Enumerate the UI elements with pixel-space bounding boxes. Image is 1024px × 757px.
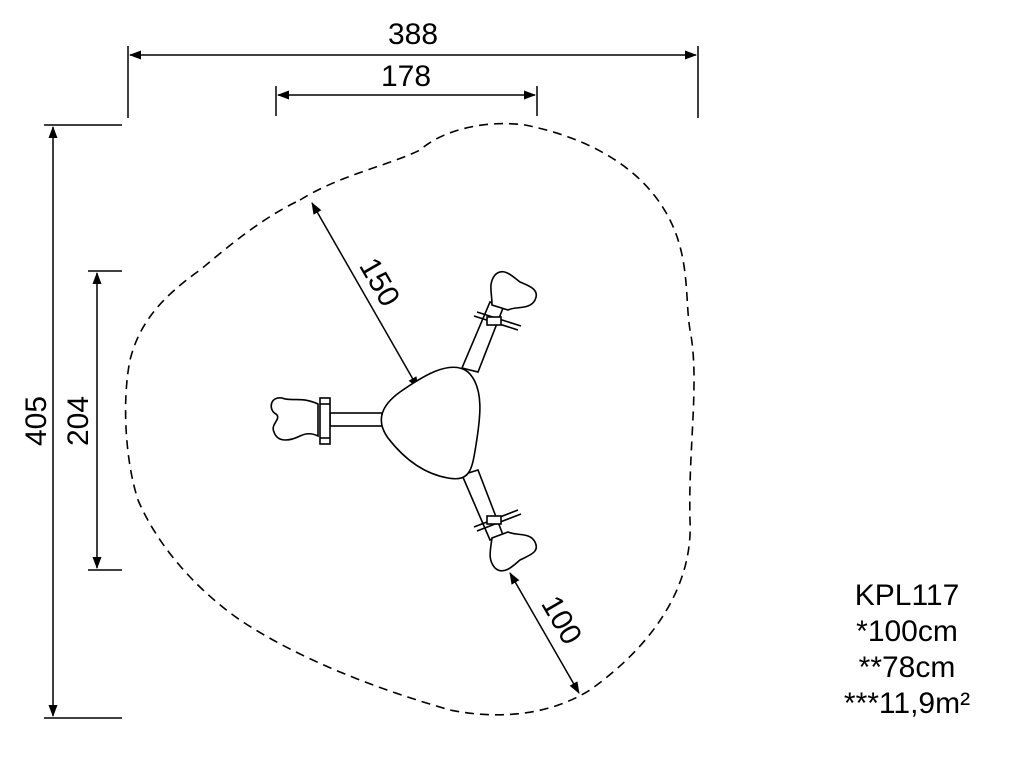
overall-width-label: 388: [388, 18, 438, 51]
radius-bottom-label: 100: [534, 590, 588, 650]
equipment-arm-top: [460, 270, 538, 373]
dimension-radius-bottom: 100: [509, 572, 588, 694]
product-info: KPL117 *100cm **78cm ***11,9m²: [812, 578, 1002, 722]
equipment-arm-bottom: [460, 469, 538, 572]
info-line-height: *100cm: [856, 615, 958, 648]
dimension-radius-top: 150: [311, 202, 419, 389]
safety-zone-outline: [124, 122, 695, 716]
inner-width-label: 178: [381, 60, 431, 93]
equipment-top-view: [270, 270, 538, 572]
equipment-arm-left: [270, 397, 383, 445]
info-line-fall-height: **78cm: [858, 651, 956, 684]
equipment-central-hub: [380, 366, 481, 480]
inner-height-label: 204: [62, 396, 95, 446]
dimension-overall-width: 388: [127, 18, 699, 118]
dimension-inner-width: 178: [275, 60, 538, 116]
dimension-inner-height: 204: [62, 270, 122, 571]
product-code: KPL117: [854, 579, 960, 612]
radius-top-label: 150: [352, 252, 406, 312]
overall-height-label: 405: [20, 396, 53, 446]
info-line-area: ***11,9m²: [843, 687, 971, 720]
dimension-overall-height: 405: [20, 124, 122, 719]
